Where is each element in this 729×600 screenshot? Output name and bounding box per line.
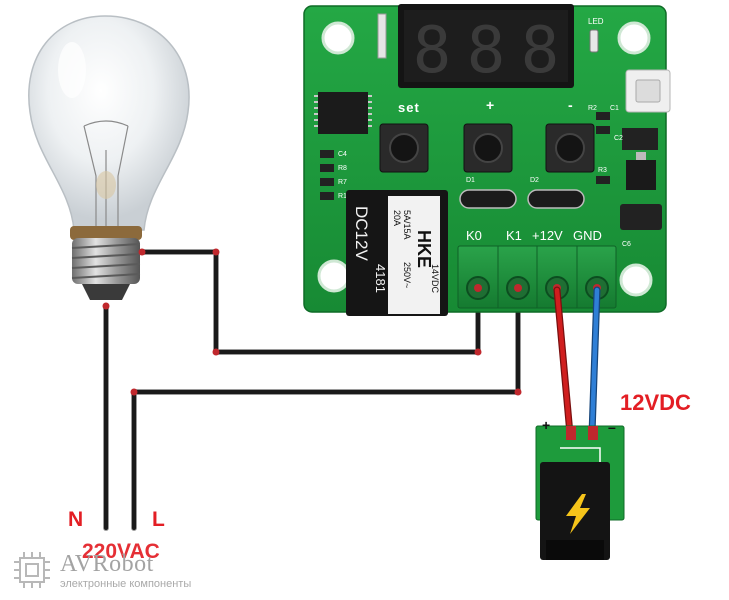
bulb-base-screw (71, 238, 141, 300)
display-digit-2: 8 (467, 14, 506, 88)
svg-text:D1: D1 (466, 177, 475, 184)
display-digit-3: 8 (521, 14, 560, 88)
bulb-highlight (58, 42, 86, 98)
lightning-icon (566, 494, 590, 534)
svg-text:C1: C1 (610, 105, 619, 112)
status-led (589, 29, 599, 53)
svg-text:D2: D2 (530, 177, 539, 184)
svg-text:R7: R7 (338, 179, 347, 186)
wire-joints (102, 248, 522, 396)
relay-rating-2: 5A/15A (402, 210, 412, 240)
svg-text:C2: C2 (614, 135, 623, 142)
svg-text:R3: R3 (598, 167, 607, 174)
terminal-label-k0: K0 (466, 228, 482, 243)
svg-text:C6: C6 (622, 241, 631, 248)
terminal-label-12v: +12V (532, 228, 563, 243)
dc-plus-sign: + (542, 417, 550, 433)
svg-text:R8: R8 (338, 165, 347, 172)
terminal-block (457, 245, 617, 309)
relay: HKE 20A 5A/15A 14VDC 250V~ DC12V 4181 (346, 190, 448, 316)
set-button[interactable] (379, 123, 429, 173)
dc-minus-sign: – (608, 419, 616, 435)
plus-button[interactable] (463, 123, 513, 173)
svg-text:R1: R1 (338, 193, 347, 200)
relay-rating-3: 14VDC (430, 264, 440, 294)
wire-live-to-k1 (131, 285, 521, 531)
diodes (459, 189, 585, 209)
smd-components (320, 13, 662, 230)
chip-logo-icon (14, 552, 50, 588)
logo-name: AVRobot (60, 551, 154, 577)
relay-code: 4181 (373, 264, 388, 293)
logo-tagline: электронные компоненты (60, 578, 192, 590)
terminal-label-gnd: GND (573, 228, 602, 243)
bulb-base-collar (70, 226, 142, 240)
svg-text:C4: C4 (338, 151, 347, 158)
relay-brand: HKE (414, 230, 434, 268)
dc-power-jack (535, 425, 625, 560)
mains-voltage-label: 220VAC (82, 540, 160, 563)
dc-wires (553, 286, 601, 438)
seven-segment-display: 8 8 8 (398, 4, 574, 88)
bulb-filament-glow (96, 171, 116, 199)
minus-button[interactable] (545, 123, 595, 173)
relay-model: DC12V (352, 206, 371, 261)
dc-voltage-label: 12VDC (620, 390, 691, 415)
live-label: L (152, 508, 165, 531)
svg-text:R2: R2 (588, 105, 597, 112)
thermostat-board: 8 8 8 LED (303, 4, 671, 316)
sensor-connector (625, 69, 671, 113)
light-bulb (28, 15, 190, 300)
minus-label: - (568, 97, 573, 113)
terminal-label-k1: K1 (506, 228, 522, 243)
plus-label: + (486, 97, 494, 113)
led-label: LED (588, 17, 604, 26)
set-label: set (398, 100, 420, 115)
mounting-holes (317, 21, 653, 297)
neutral-label: N (68, 508, 83, 531)
display-digit-1: 8 (413, 14, 452, 88)
mains-wires (103, 249, 521, 531)
relay-rating-4: 250V~ (402, 262, 412, 288)
relay-rating-1: 20A (392, 210, 402, 226)
component-labels: C4 R8 R7 R1 C1 R2 C2 R3 D1 D2 C6 (338, 105, 631, 248)
ic-chip (314, 92, 372, 134)
